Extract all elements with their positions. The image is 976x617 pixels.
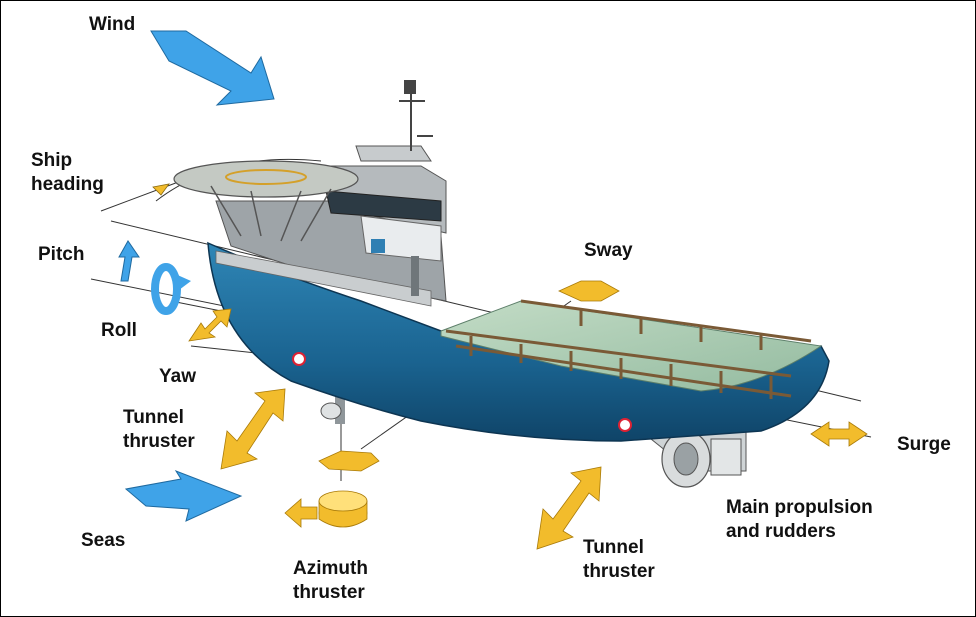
- tunnel-thruster-stern-arrow: [536, 466, 602, 550]
- roll-arrow: [151, 263, 191, 315]
- life-ring-bow: [292, 352, 306, 366]
- label-wind: Wind: [89, 14, 136, 35]
- label-ship-heading: Ship heading: [31, 150, 104, 195]
- heading-line: [100, 180, 182, 212]
- deck-rails: [445, 299, 812, 399]
- wind-arrow: [150, 30, 275, 106]
- azimuth-thruster-pod: [320, 396, 345, 424]
- mast: [399, 80, 433, 151]
- yaw-arrow: [188, 308, 232, 342]
- label-pitch: Pitch: [38, 244, 85, 265]
- azimuth-plate-arrow: [318, 450, 380, 472]
- ship-heading-arrow: [152, 183, 170, 196]
- label-yaw: Yaw: [159, 366, 196, 387]
- azimuth-thruster-arrow: [284, 490, 368, 528]
- label-sway: Sway: [584, 240, 633, 261]
- pitch-arrow: [118, 240, 140, 282]
- sway-arrow: [558, 280, 620, 302]
- helideck: [173, 160, 359, 242]
- life-ring-mid: [618, 418, 632, 432]
- surge-arrow: [810, 421, 868, 447]
- label-main-propulsion: Main propulsion and rudders: [726, 497, 873, 542]
- label-surge: Surge: [897, 434, 951, 455]
- label-tunnel-thruster-stern: Tunnel thruster: [583, 537, 655, 582]
- label-tunnel-thruster-bow: Tunnel thruster: [123, 407, 195, 452]
- label-roll: Roll: [101, 320, 137, 341]
- label-azimuth-thruster: Azimuth thruster: [293, 558, 368, 603]
- main-propulsion-rudders: [639, 430, 747, 488]
- seas-arrow: [124, 469, 243, 522]
- label-seas: Seas: [81, 530, 126, 551]
- tunnel-thruster-bow-arrow: [220, 388, 286, 470]
